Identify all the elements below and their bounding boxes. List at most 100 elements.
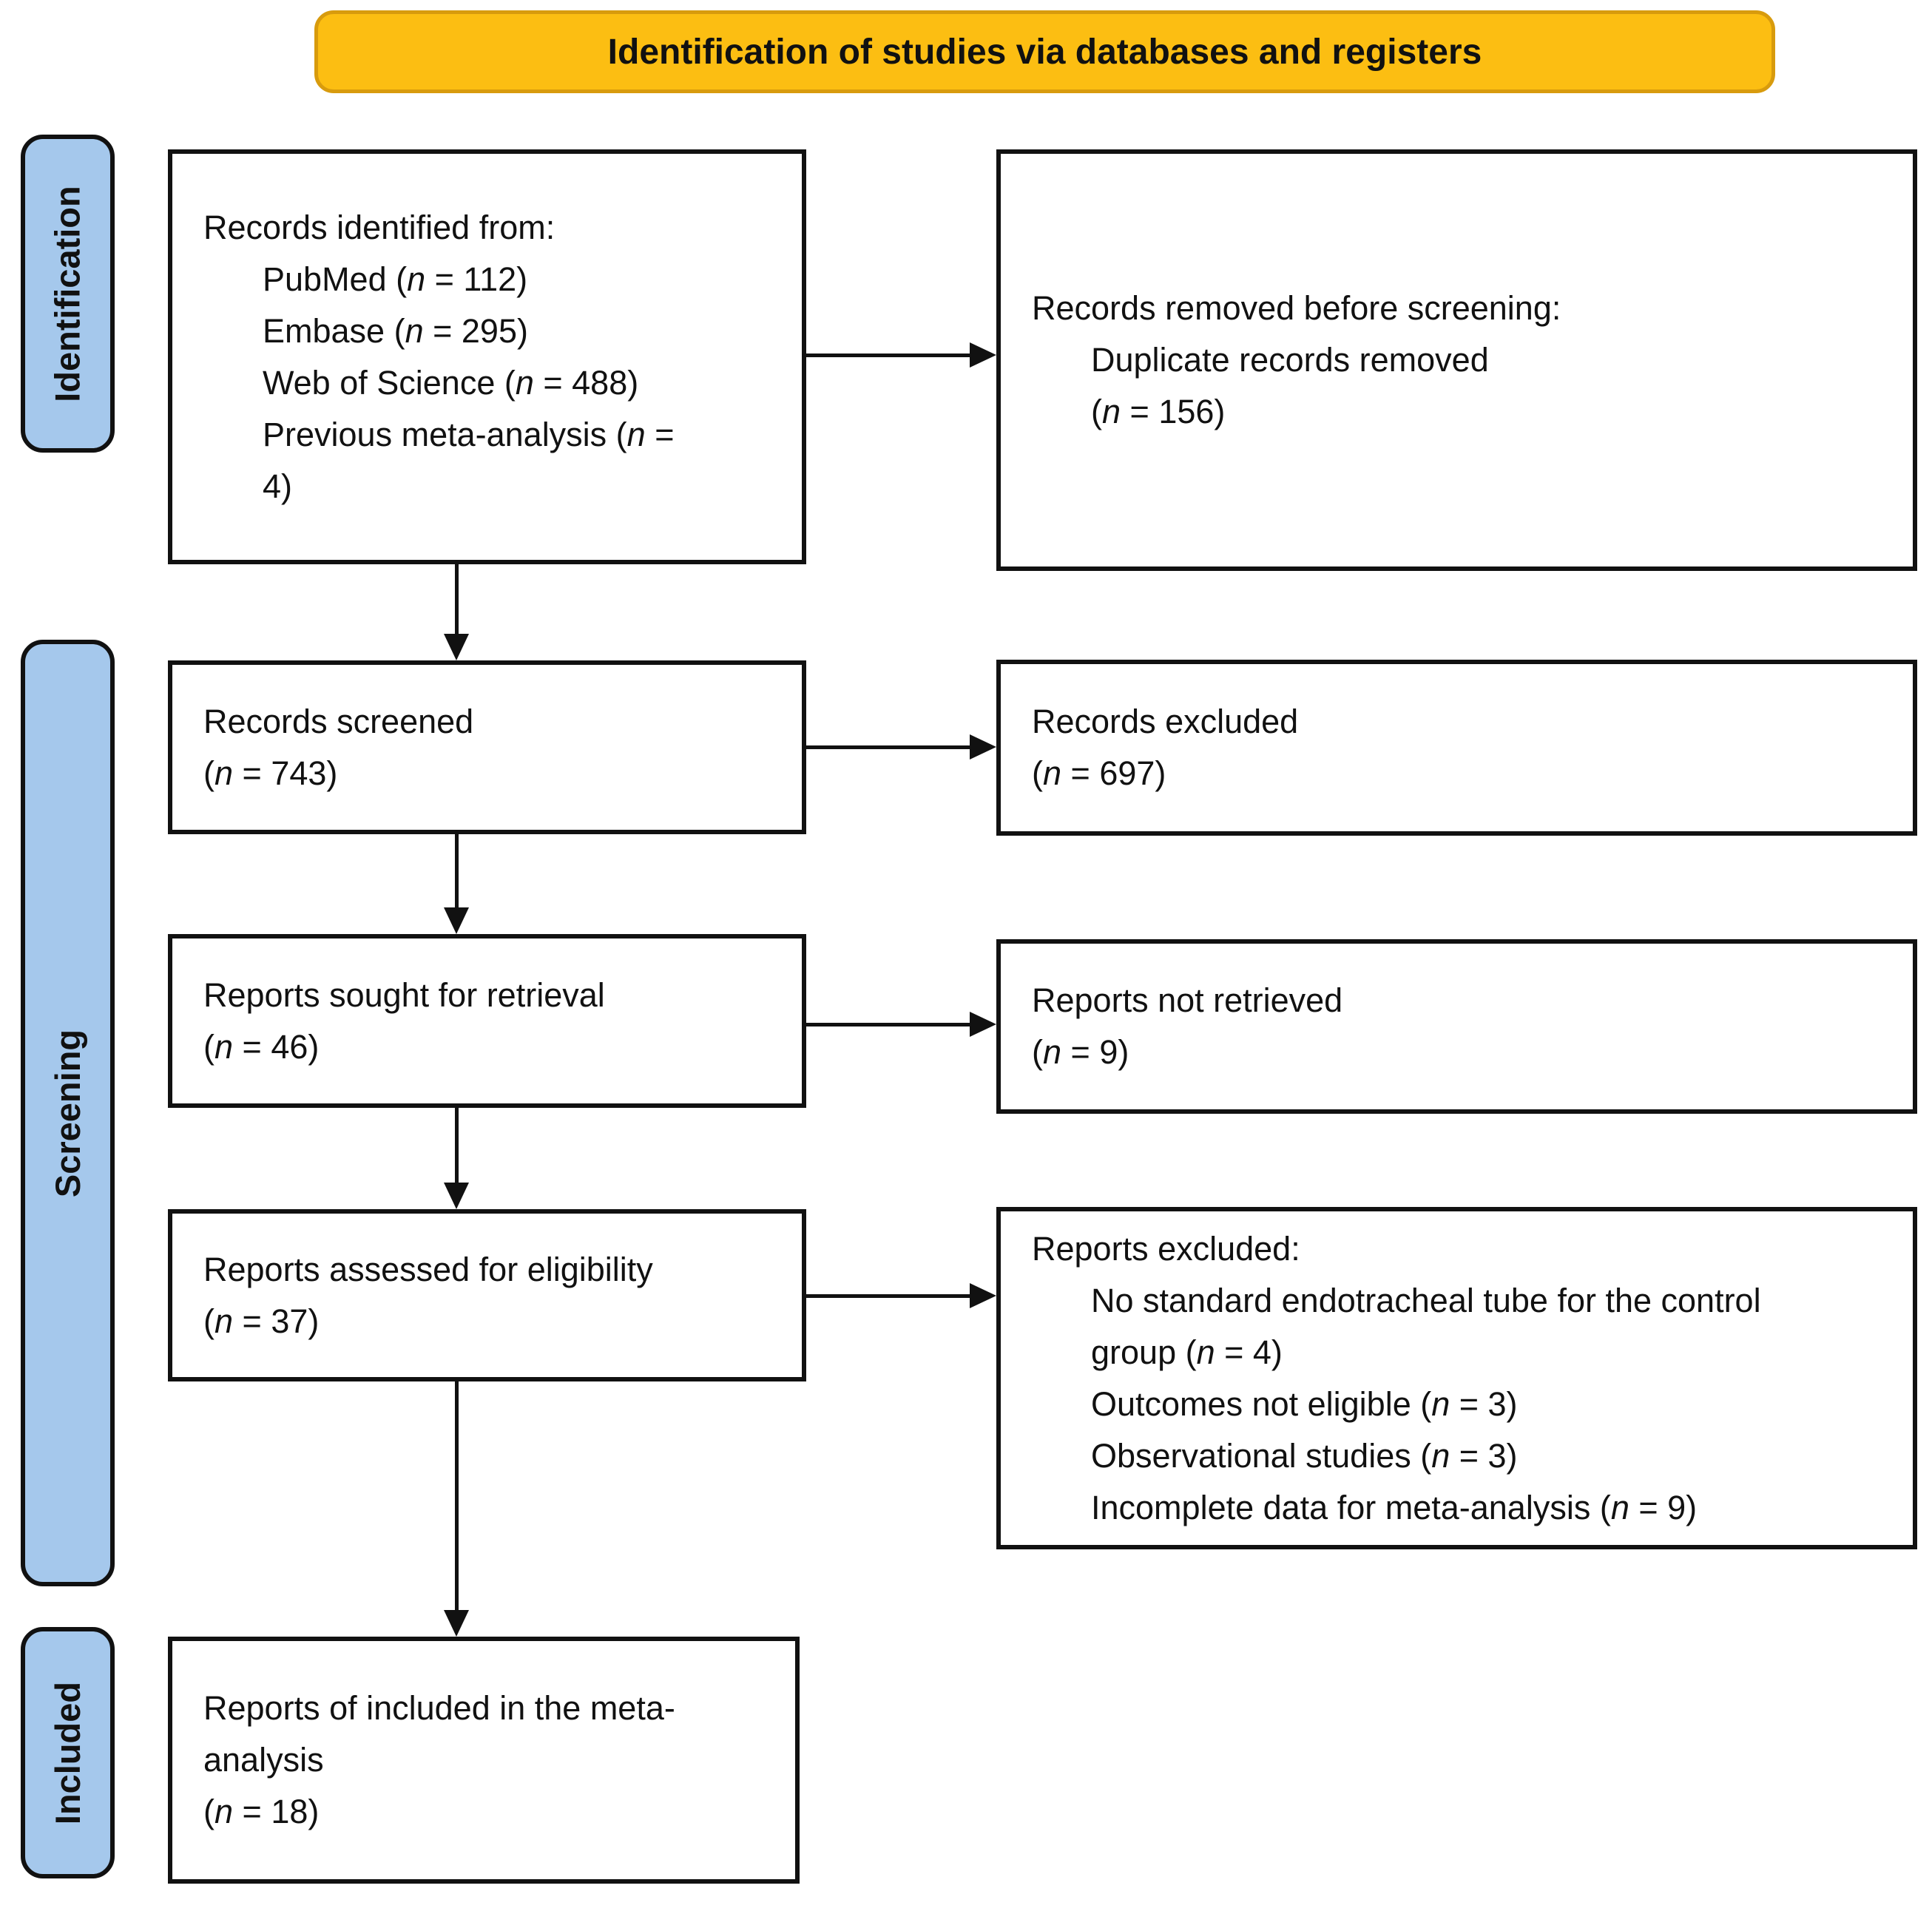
text-segment: = 3) — [1450, 1436, 1518, 1475]
text-segment: ( — [1032, 754, 1043, 792]
text-segment: Incomplete data for meta-analysis ( — [1091, 1488, 1611, 1526]
stage-included-label: Included — [48, 1681, 88, 1824]
n-count-variable: n — [1196, 1333, 1215, 1371]
text-line: Reports excluded: — [1032, 1223, 1892, 1275]
box-reports-sought-for-retrieval: Reports sought for retrieval (n = 46) — [168, 934, 806, 1108]
n-count-variable: n — [215, 1027, 234, 1066]
text-segment: Reports excluded: — [1032, 1229, 1300, 1268]
arrow-identified-to-screened — [442, 564, 471, 660]
text-segment: = 112) — [425, 260, 528, 298]
text-segment: Records screened — [203, 702, 474, 740]
text-segment: = 295) — [423, 311, 528, 350]
text-line: Reports of included in the meta- — [203, 1682, 774, 1734]
text-segment: Duplicate records removed — [1091, 341, 1489, 379]
text-segment: No standard endotracheal tube for the co… — [1091, 1281, 1761, 1319]
text-line: Duplicate records removed — [1032, 334, 1892, 386]
text-line: analysis — [203, 1734, 774, 1786]
text-line: (n = 37) — [203, 1296, 781, 1347]
arrow-sought-to-assessed — [442, 1108, 471, 1209]
n-count-variable: n — [626, 415, 646, 453]
text-line: 4) — [203, 461, 781, 513]
text-segment: Outcomes not eligible ( — [1091, 1384, 1432, 1423]
text-segment: = 488) — [533, 363, 639, 402]
stage-screening-label: Screening — [48, 1029, 87, 1197]
text-segment: ( — [1091, 393, 1102, 430]
text-line: Reports assessed for eligibility — [203, 1244, 781, 1296]
text-segment: = 46) — [233, 1027, 320, 1066]
text-segment: = 156) — [1121, 393, 1226, 430]
box-reports-assessed-for-eligibility: Reports assessed for eligibility (n = 37) — [168, 1209, 806, 1381]
text-segment: Reports not retrieved — [1032, 981, 1343, 1019]
text-line: No standard endotracheal tube for the co… — [1032, 1275, 1892, 1327]
text-segment: ( — [203, 1027, 215, 1066]
stage-identification: Identification — [21, 135, 115, 453]
box-records-excluded: Records excluded (n = 697) — [996, 660, 1917, 836]
arrow-identified-to-removed — [806, 340, 996, 370]
text-line: (n = 743) — [203, 748, 781, 799]
text-line: Records removed before screening: — [1032, 283, 1892, 334]
text-segment: Embase ( — [263, 311, 405, 350]
text-segment: ( — [203, 1793, 215, 1830]
text-segment: Reports assessed for eligibility — [203, 1250, 653, 1288]
text-segment: ( — [203, 754, 215, 792]
box-records-screened: Records screened (n = 743) — [168, 660, 806, 834]
text-segment: = 3) — [1450, 1384, 1518, 1423]
text-segment: Records excluded — [1032, 703, 1299, 740]
text-line: PubMed (n = 112) — [203, 254, 781, 305]
arrow-screened-to-excluded — [806, 732, 996, 762]
n-count-variable: n — [1102, 393, 1121, 430]
text-segment: = 9) — [1629, 1488, 1698, 1526]
text-segment: Observational studies ( — [1091, 1436, 1432, 1475]
arrow-screened-to-sought — [442, 834, 471, 934]
stage-screening: Screening — [21, 640, 115, 1586]
text-segment: Previous meta-analysis ( — [263, 415, 627, 453]
text-line: Reports not retrieved — [1032, 975, 1892, 1026]
text-segment: = — [645, 415, 675, 453]
text-line: Previous meta-analysis (n = — [203, 409, 781, 461]
text-segment: 4) — [263, 467, 293, 505]
n-count-variable: n — [215, 1793, 234, 1830]
box-records-identified: Records identified from:PubMed (n = 112)… — [168, 149, 806, 564]
text-line: (n = 697) — [1032, 748, 1892, 799]
n-count-variable: n — [407, 260, 426, 298]
n-count-variable: n — [215, 754, 234, 792]
text-segment: = 9) — [1061, 1033, 1129, 1071]
banner-title-label: Identification of studies via databases … — [607, 32, 1482, 72]
text-line: Records screened — [203, 696, 781, 748]
text-segment: PubMed ( — [263, 260, 408, 298]
n-count-variable: n — [1431, 1436, 1450, 1475]
arrow-assessed-to-reports-excluded — [806, 1281, 996, 1310]
text-segment: = 697) — [1061, 754, 1166, 792]
text-segment: = 18) — [233, 1793, 320, 1830]
text-line: (n = 46) — [203, 1021, 781, 1073]
text-segment: Reports of included in the meta- — [203, 1689, 675, 1727]
text-segment: = 37) — [233, 1302, 320, 1340]
text-segment: ( — [1032, 1033, 1043, 1071]
text-line: Records identified from: — [203, 202, 781, 254]
text-segment: Reports sought for retrieval — [203, 975, 605, 1014]
box-reports-not-retrieved: Reports not retrieved (n = 9) — [996, 939, 1917, 1114]
n-count-variable: n — [1610, 1488, 1629, 1526]
text-line: (n = 9) — [1032, 1026, 1892, 1078]
text-line: Outcomes not eligible (n = 3) — [1032, 1379, 1892, 1430]
text-segment: ( — [203, 1302, 215, 1340]
text-line: group (n = 4) — [1032, 1327, 1892, 1379]
box-reports-excluded: Reports excluded: No standard endotrachea… — [996, 1207, 1917, 1549]
stage-included: Included — [21, 1627, 115, 1878]
arrow-assessed-to-included — [442, 1381, 471, 1637]
text-segment: Records removed before screening: — [1032, 289, 1561, 327]
n-count-variable: n — [515, 363, 534, 402]
text-segment: Web of Science ( — [263, 363, 516, 402]
text-line: Records excluded — [1032, 696, 1892, 748]
text-segment: group ( — [1091, 1333, 1197, 1371]
box-records-removed-before-screening: Records removed before screening: Duplica… — [996, 149, 1917, 571]
text-segment: Records identified from: — [203, 208, 555, 246]
stage-identification-label: Identification — [48, 185, 88, 402]
text-line: (n = 156) — [1032, 386, 1892, 438]
text-line: Embase (n = 295) — [203, 305, 781, 357]
n-count-variable: n — [215, 1302, 234, 1340]
text-segment: = 743) — [233, 754, 338, 792]
text-line: (n = 18) — [203, 1786, 774, 1838]
n-count-variable: n — [1043, 1033, 1062, 1071]
arrow-sought-to-not-retrieved — [806, 1009, 996, 1039]
